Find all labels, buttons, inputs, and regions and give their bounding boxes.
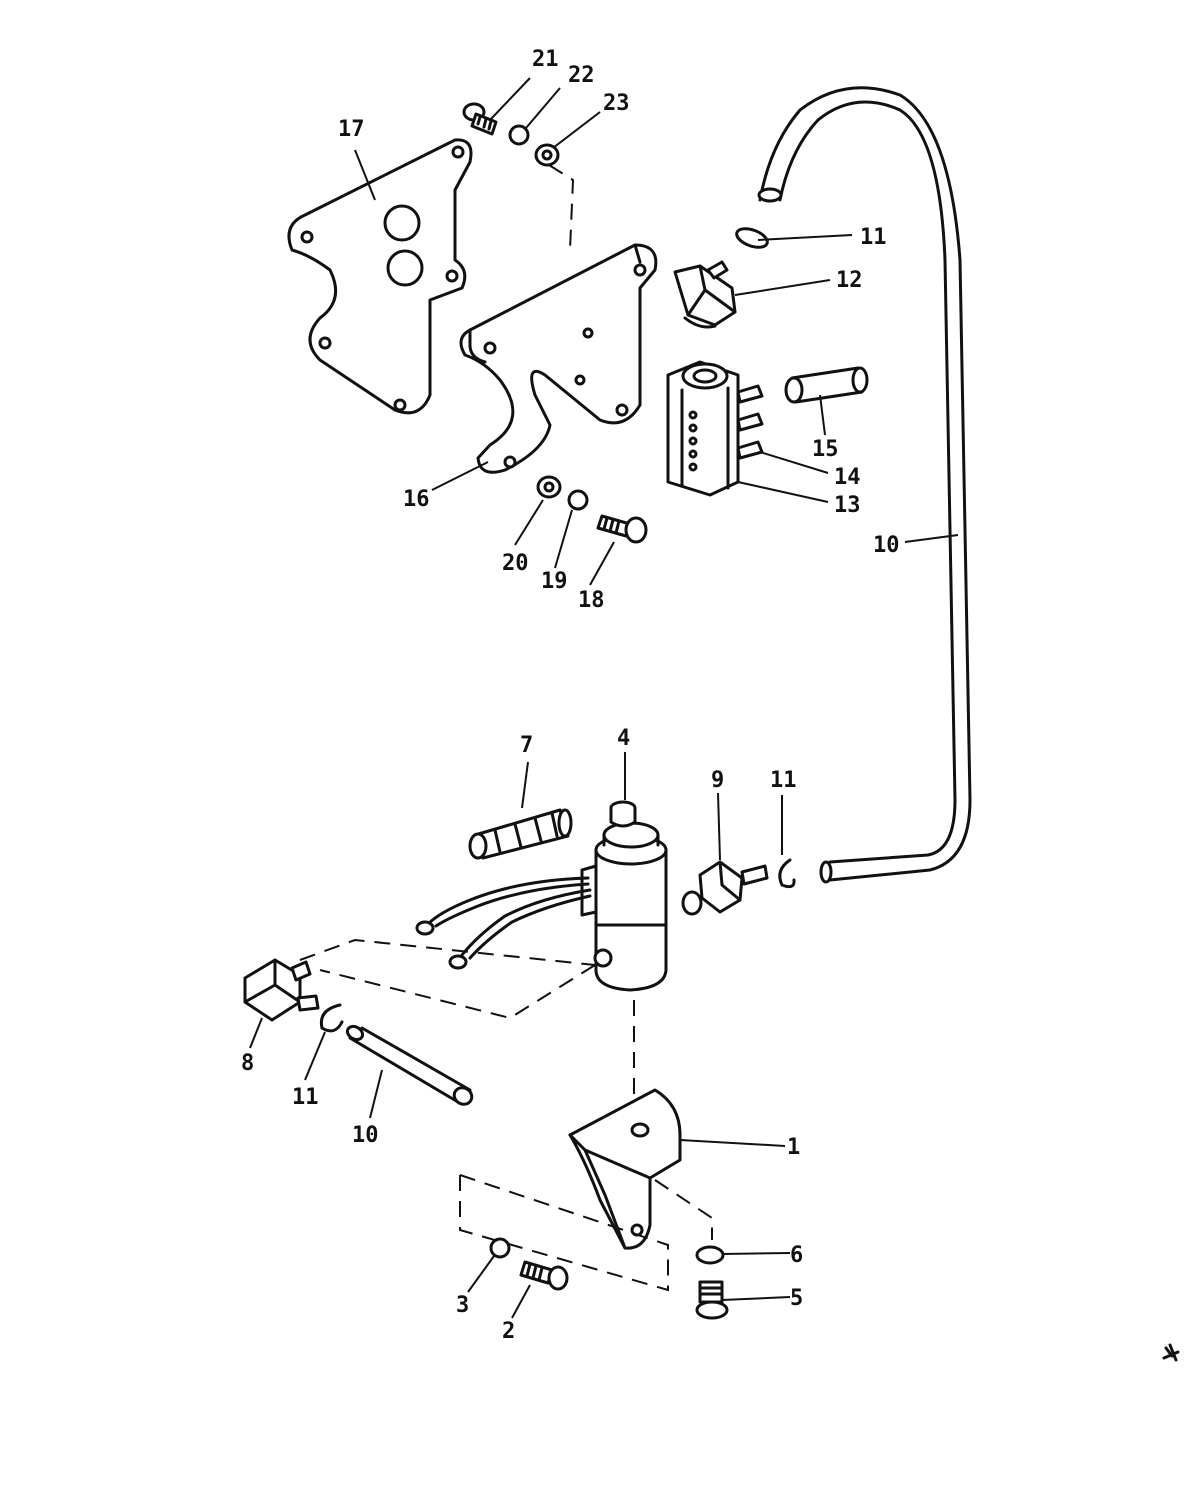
screw-2: [519, 1260, 569, 1291]
callout-20: 20: [502, 551, 529, 576]
short-hose-15: [784, 366, 869, 404]
sleeve-7: [468, 808, 573, 860]
callout-22: 22: [568, 63, 595, 88]
solenoid-4: [580, 800, 668, 992]
corner-mark: [1162, 1343, 1180, 1362]
callout-4: 4: [617, 726, 630, 751]
bracket-1: [568, 1088, 682, 1250]
assembly-lines: [299, 164, 713, 1292]
lockwasher-19: [567, 489, 589, 511]
wire-leads: [415, 876, 592, 970]
callout-14: 14: [834, 465, 861, 490]
lockwasher-6: [695, 1245, 725, 1265]
washer-23: [534, 143, 560, 167]
callout-9: 9: [711, 768, 724, 793]
washer-20: [536, 475, 562, 499]
mounting-plate-16: [459, 243, 658, 474]
screw-5: [695, 1280, 729, 1320]
leader-lines: [249, 77, 959, 1319]
callout-1: 1: [787, 1135, 800, 1160]
callout-17: 17: [338, 117, 365, 142]
callout-2: 2: [502, 1319, 515, 1344]
gasket-plate-17: [287, 138, 473, 415]
long-hose-10: [757, 86, 972, 884]
callout-11-left: 11: [292, 1085, 319, 1110]
screw-18: [596, 514, 648, 544]
callout-11-right: 11: [770, 768, 797, 793]
clamp-11-right: [778, 858, 796, 889]
callout-6: 6: [790, 1243, 803, 1268]
clamp-11-left: [319, 1003, 344, 1033]
elbow-fitting-12: [673, 260, 737, 329]
callout-8: 8: [241, 1051, 254, 1076]
callout-11-top: 11: [860, 225, 887, 250]
clamp-11-top: [735, 227, 769, 249]
callout-21: 21: [532, 47, 559, 72]
manifold-block-13: [666, 360, 740, 497]
callout-19: 19: [541, 569, 568, 594]
callout-5: 5: [790, 1286, 803, 1311]
callout-23: 23: [603, 91, 630, 116]
lockwasher-3: [489, 1237, 511, 1259]
hose-nipples-14: [736, 384, 764, 460]
callout-10-lower: 10: [352, 1123, 379, 1148]
lockwasher-22: [508, 124, 530, 146]
tee-fitting-8: [243, 958, 320, 1022]
elbow-fitting-9: [681, 860, 769, 916]
hose-10-lower: [345, 1024, 474, 1106]
callout-3: 3: [456, 1293, 469, 1318]
callout-16: 16: [403, 487, 430, 512]
callout-12: 12: [836, 268, 863, 293]
callout-13: 13: [834, 493, 861, 518]
callout-10-top: 10: [873, 533, 900, 558]
callout-18: 18: [578, 588, 605, 613]
callout-15: 15: [812, 437, 839, 462]
callout-7: 7: [520, 733, 533, 758]
